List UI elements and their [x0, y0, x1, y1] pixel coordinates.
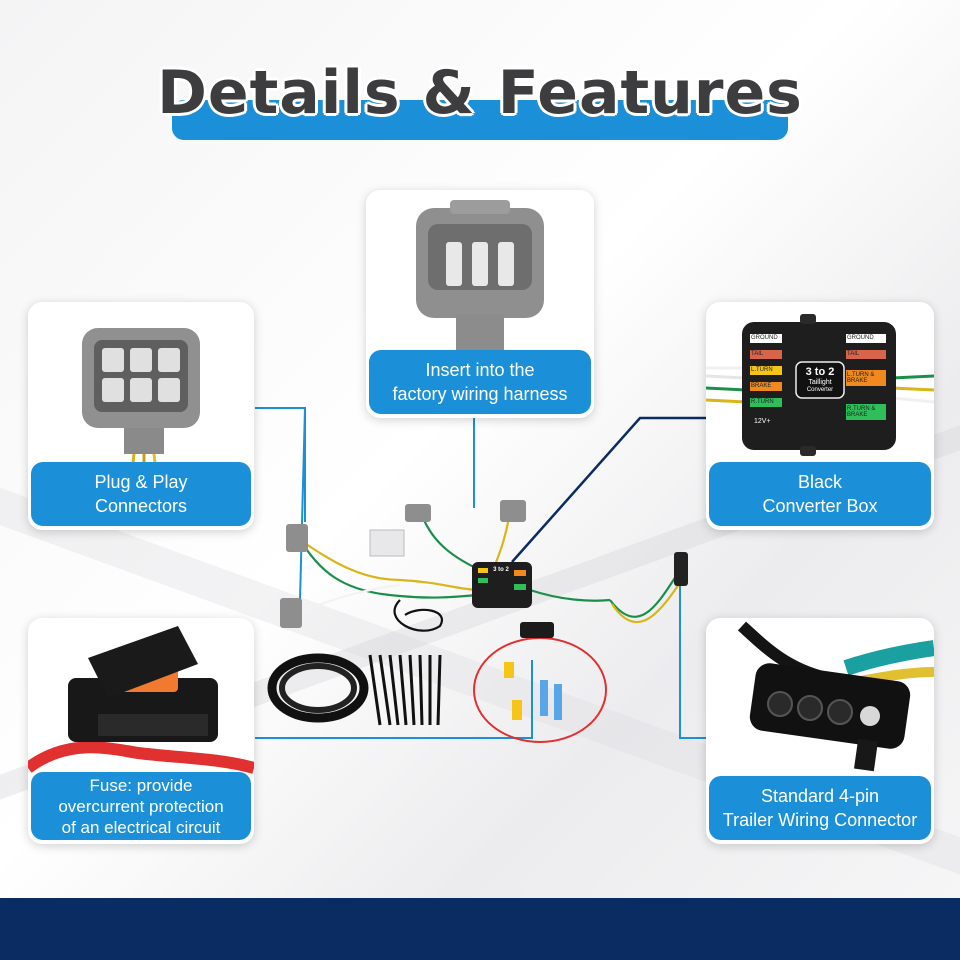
converter-arrow-left-0: GROUND [751, 335, 778, 341]
converter-arrow-left-3: BRAKE [751, 383, 772, 389]
harness-plug-small-4 [280, 598, 302, 628]
converter-arrow-right-2: L.TURN & BRAKE [847, 372, 875, 384]
cable-ties [368, 654, 442, 726]
mini-four-pin-connector [674, 552, 688, 586]
gray-harness-plug-icon [82, 328, 200, 470]
card-insert-harness: Insert into the factory wiring harness [366, 190, 594, 418]
callout-lines [255, 407, 708, 739]
footer-bar [0, 898, 960, 960]
label-plug-play: Plug & Play Connectors [31, 462, 251, 526]
label-fuse: Fuse: provide overcurrent protection of … [31, 772, 251, 840]
inline-fuse-holder-icon [28, 626, 254, 774]
converter-arrow-left-1: TAIL [751, 351, 764, 357]
harness-plug-small-3 [286, 524, 308, 552]
card-converter-box: 3 to 2 Taillight Converter GROUND TAIL L… [706, 302, 934, 530]
label-four-pin-connector: Standard 4-pin Trailer Wiring Connector [709, 776, 931, 840]
page-title: Details & Features [157, 58, 803, 128]
card-four-pin-connector: Standard 4-pin Trailer Wiring Connector [706, 618, 934, 844]
label-converter-box: Black Converter Box [709, 462, 931, 526]
mini-converter-label: 3 to 2 [493, 567, 509, 573]
converter-arrow-left-2: L.TURN [751, 367, 773, 373]
converter-arrow-right-3: R.TURN & BRAKE [847, 406, 876, 418]
black-wire-coil [267, 653, 369, 723]
converter-power-label: 12V+ [754, 418, 771, 425]
gray-harness-socket-icon [416, 200, 544, 354]
card-fuse: Fuse: provide overcurrent protection of … [28, 618, 254, 844]
card-plug-play: Plug & Play Connectors [28, 302, 254, 530]
harness-plug-small-1 [405, 504, 431, 522]
line-plug-play-2 [299, 407, 306, 601]
converter-arrow-left-4: R.TURN [751, 399, 774, 405]
line-fuse [255, 660, 533, 739]
line-converter [511, 416, 708, 563]
converter-arrow-right-1: TAIL [847, 351, 860, 357]
title-banner [172, 100, 788, 140]
label-insert-harness: Insert into the factory wiring harness [369, 350, 591, 414]
converter-box-icon [706, 314, 934, 456]
converter-box-subtitle-2: Converter [806, 387, 834, 393]
line-connector [679, 565, 708, 739]
red-power-wire [473, 622, 607, 743]
converter-box-subtitle: Taillight [808, 379, 832, 386]
harness-plug-small-2 [500, 500, 526, 522]
converter-arrow-right-0: GROUND [847, 335, 874, 341]
four-pin-connector-icon [737, 621, 934, 772]
converter-box-title: 3 to 2 [805, 366, 835, 378]
wiring-kit-product [267, 500, 688, 743]
